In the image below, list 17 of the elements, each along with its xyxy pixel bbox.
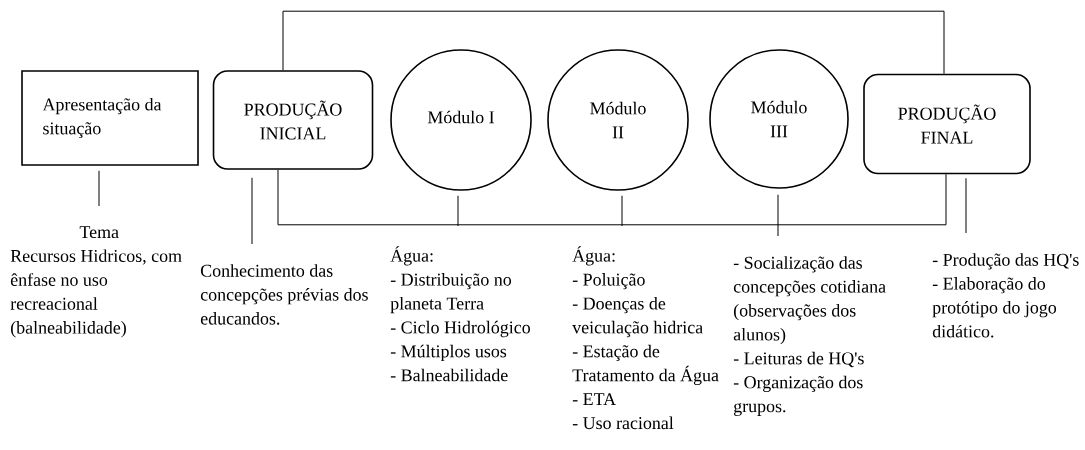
note-text: Água: - Poluição - Doenças de veiculação hidrica - Estação de Tratamento da Água - ETA - Uso racional: [572, 246, 719, 430]
connector-line: [965, 177, 967, 234]
connector-line: [777, 194, 779, 237]
connector-line: [621, 195, 623, 227]
connector-line: [457, 195, 459, 227]
process-box: Apresentação da situação: [21, 70, 199, 166]
rounded-box: PRODUÇÃO INICIAL: [212, 70, 374, 170]
note-text: Conhecimento das concepções prévias dos educandos.: [200, 264, 368, 325]
rounded-box: PRODUÇÃO FINAL: [863, 73, 1031, 175]
bracket-line: [282, 10, 945, 75]
note-text: - Socialização das concepções cotidiana (observações dos alunos) - Leituras de HQ's - Organização dos grupos.: [733, 256, 886, 416]
note-text: Água: - Distribuição no planeta Terra - Ciclo Hidrológico - Múltiplos usos - Balneabilidade: [390, 246, 530, 382]
bracket-line: [277, 169, 947, 226]
note-text: Tema Recursos Hidricos, com ênfase no uso recreacional (balneabilidade): [10, 226, 182, 338]
note-text: - Produção das HQ's - Elaboração do protótipo do jogo didático.: [932, 253, 1079, 338]
connector-line: [251, 177, 253, 245]
connector-line: [98, 170, 100, 207]
